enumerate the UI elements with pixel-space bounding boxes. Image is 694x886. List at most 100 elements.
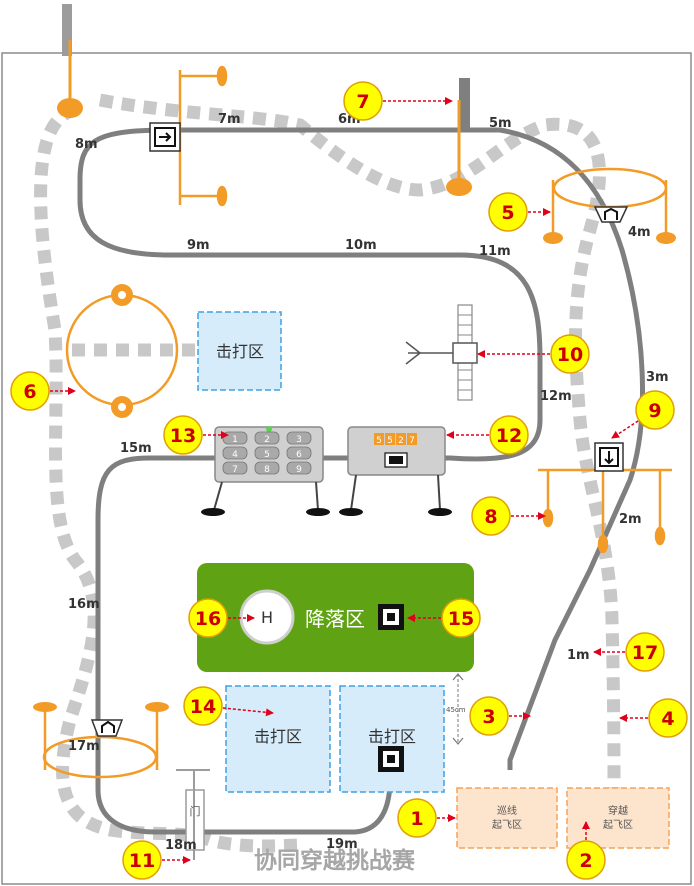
keypad-key-label: 6	[296, 450, 302, 460]
marker-circle	[122, 840, 162, 880]
pole-flag-7	[446, 78, 472, 196]
ladder-obstacle	[405, 304, 478, 401]
keypad-key-label: 5	[264, 450, 270, 460]
tag-marker-16m	[90, 719, 124, 737]
panel-digit-box	[396, 433, 406, 445]
marker-circle	[489, 415, 529, 455]
distance-label: 2m	[619, 512, 642, 527]
distance-label: 5m	[489, 116, 512, 131]
pole-top-left	[57, 4, 83, 118]
panel-digit: 5	[376, 436, 382, 446]
distance-label: 4m	[628, 225, 651, 240]
landing-zone: H 降落区	[197, 563, 474, 672]
gap-label: 45cm	[446, 706, 466, 714]
field-border	[1, 52, 692, 885]
strike-zone-a-label: 击打区	[254, 727, 302, 746]
marker-number: 3	[482, 706, 495, 728]
keypad-key	[222, 446, 248, 460]
marker-number: 4	[661, 708, 674, 730]
panel-digit-box	[374, 433, 384, 445]
marker-circle	[488, 192, 528, 232]
marker-circle	[625, 632, 665, 672]
distance-label: 16m	[68, 597, 100, 612]
keypad-key	[286, 461, 312, 475]
distance-label: 11m	[479, 244, 511, 259]
keypad-key-label: 9	[296, 465, 302, 475]
marker-arrow	[222, 707, 274, 717]
strike-zone-a: 击打区	[225, 685, 331, 793]
panel-digit-box	[407, 433, 417, 445]
strike-zone-top: 击打区	[197, 311, 282, 391]
panel-digit-box	[385, 433, 395, 445]
strike-zone-b: 击打区	[339, 685, 445, 793]
marker-circle	[471, 496, 511, 536]
ring-obstacle-6	[65, 284, 179, 418]
patrol-takeoff-line2: 起飞区	[492, 819, 522, 831]
keypad-key-label: 2	[264, 435, 270, 445]
distance-label: 8m	[75, 137, 98, 152]
panel-digit: 2	[398, 436, 404, 446]
cross-takeoff-line1: 穿越	[608, 804, 628, 817]
marker-number: 8	[484, 506, 497, 528]
gate: 门	[176, 769, 210, 860]
marker-circle	[343, 81, 383, 121]
marker-circle	[397, 798, 437, 838]
keypad-key	[286, 446, 312, 460]
distance-label: 15m	[120, 441, 152, 456]
marker-circle	[469, 696, 509, 736]
ring-obstacle-17m	[33, 702, 169, 779]
marker-circle	[183, 686, 223, 726]
keypad-key-label: 1	[232, 435, 238, 445]
helipad-label: H	[261, 608, 273, 627]
marker-circle	[566, 840, 606, 880]
marker-circle	[10, 371, 50, 411]
bar-gate-8	[538, 468, 672, 554]
gate-label: 门	[190, 804, 201, 818]
marker-number: 9	[648, 400, 661, 422]
distance-label: 9m	[187, 238, 210, 253]
distance-label: 3m	[646, 370, 669, 385]
keypad-key-label: 7	[232, 465, 238, 475]
landing-zone-label: 降落区	[305, 607, 365, 631]
gap-indicator: 45cm	[446, 673, 466, 745]
marker-circle	[188, 598, 228, 638]
distance-label: 19m	[326, 837, 358, 852]
marker-number: 2	[579, 850, 592, 872]
marker-number: 13	[170, 425, 196, 447]
marker-circle	[635, 390, 675, 430]
marker-number: 14	[190, 696, 216, 718]
marker-number: 5	[501, 202, 514, 224]
keypad-key	[222, 461, 248, 475]
keypad-key	[254, 461, 280, 475]
keypad-key	[286, 431, 312, 445]
keypad-key-label: 8	[264, 465, 270, 475]
marker-number: 1	[410, 808, 423, 830]
panel-digit: 7	[409, 436, 415, 446]
keypad-key-label: 3	[296, 435, 302, 445]
strike-zone-b-label: 击打区	[368, 727, 416, 746]
strike-zone-top-label: 击打区	[216, 342, 264, 361]
distance-label: 18m	[165, 838, 197, 853]
distance-label: 1m	[567, 648, 590, 663]
panel-digit: 5	[387, 436, 393, 446]
rail-gate-top	[178, 65, 228, 207]
patrol-track	[77, 127, 645, 835]
marker-number: 10	[557, 344, 583, 366]
marker-number: 15	[448, 608, 474, 630]
marker-number: 6	[23, 381, 36, 403]
keypad-key-label: 4	[232, 450, 238, 460]
marker-circle	[163, 415, 203, 455]
distance-label: 10m	[345, 238, 377, 253]
marker-circle	[550, 334, 590, 374]
marker-number: 7	[356, 91, 369, 113]
distance-label: 17m	[68, 739, 100, 754]
title-text: 协同穿越挑战赛	[254, 847, 416, 874]
marker-number: 17	[632, 642, 658, 664]
marker-number: 12	[496, 425, 522, 447]
keypad-key	[254, 431, 280, 445]
